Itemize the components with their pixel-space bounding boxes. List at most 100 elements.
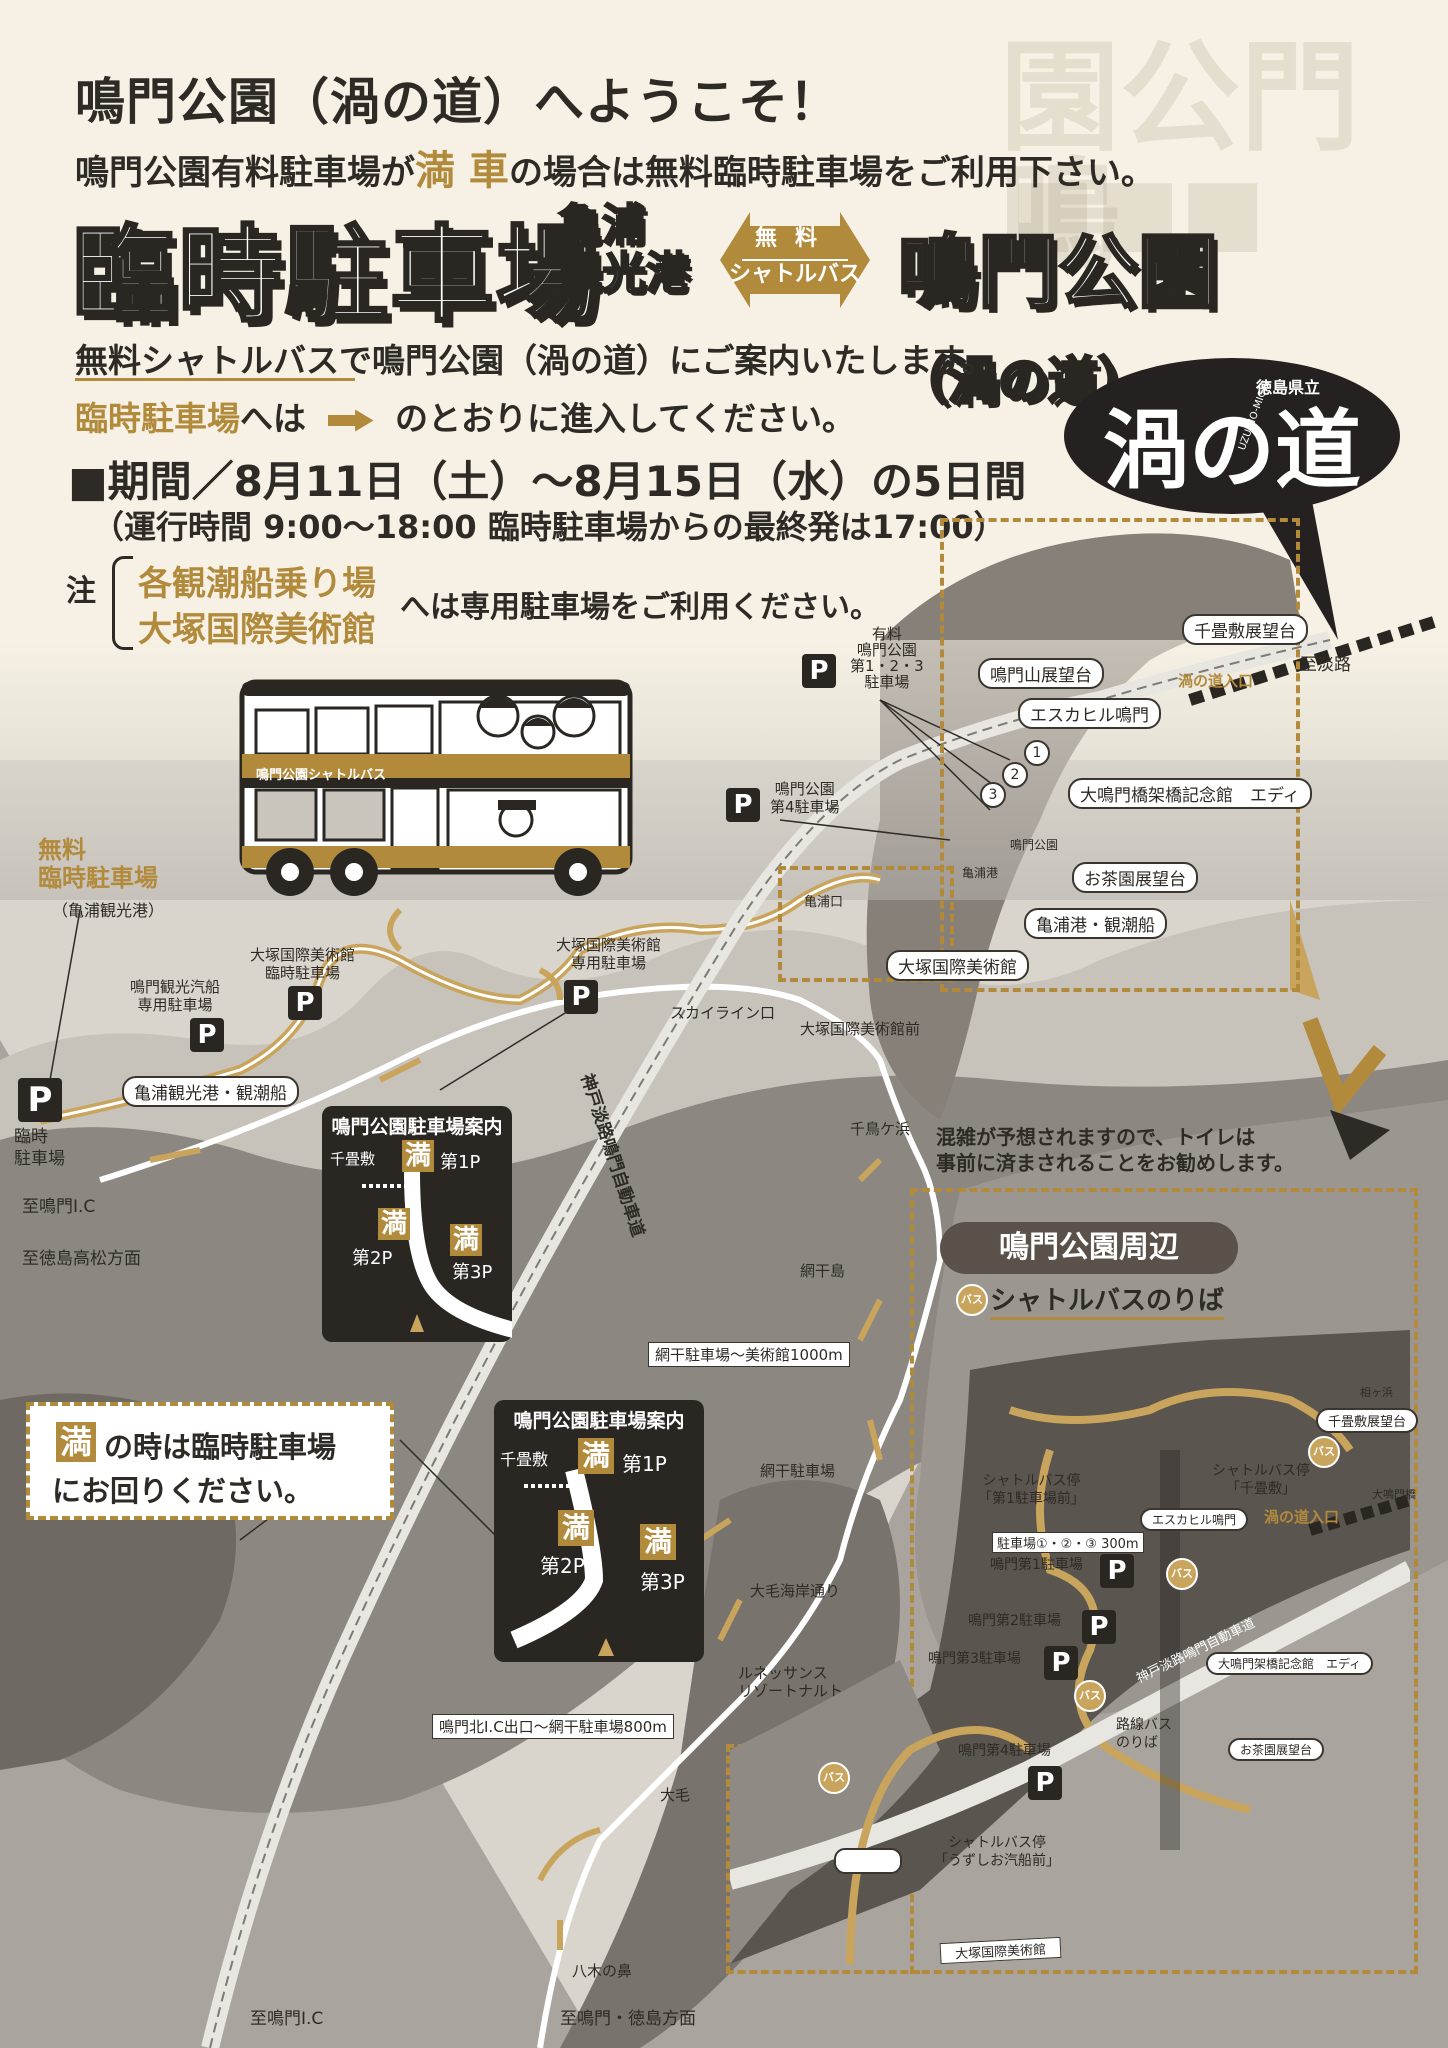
note-tail: へは専用駐車場をご利用ください。 bbox=[400, 590, 880, 625]
narutoyama-label: 鳴門山展望台 bbox=[978, 658, 1104, 689]
stop-kisen-label: シャトルバス停 「うずしお汽船前」 bbox=[934, 1835, 1060, 1869]
uzu-no-michi-logo: 徳島県立 渦の道 UZU-NO-MICHI bbox=[1064, 358, 1400, 514]
lot-1-marker: 1 bbox=[1024, 740, 1050, 766]
guide-p1: 第1P bbox=[440, 1152, 481, 1173]
to-awaji: 至淡路 bbox=[1300, 655, 1351, 675]
bus-stop-icon: バス bbox=[1166, 1558, 1198, 1590]
notice-pre: 鳴門公園有料駐車場が bbox=[75, 153, 415, 193]
museum-lot-2-label: 大塚国際美術館 専用駐車場 bbox=[556, 936, 662, 972]
bridge-museum-label: 大鳴門橋架橋記念館 エディ bbox=[1068, 778, 1312, 809]
guide-senjo: 千畳敷 bbox=[500, 1450, 549, 1469]
bus-stop-icon: バス bbox=[1074, 1680, 1106, 1712]
guide-p2: 第2P bbox=[352, 1248, 393, 1269]
free-lot-label: 無料 臨時駐車場 bbox=[38, 836, 158, 892]
guide-p1: 第1P bbox=[622, 1452, 667, 1476]
chidorigahama-label: 千鳥ケ浜 bbox=[850, 1120, 911, 1138]
lot4-label: 鳴門公園 第4駐車場 bbox=[770, 780, 840, 816]
inset-ochaen: お茶園展望台 bbox=[1228, 1738, 1325, 1761]
to-naruto-ic-bottom: 至鳴門I.C bbox=[250, 2009, 324, 2029]
shuttle-bus-illustration bbox=[239, 679, 633, 896]
inset-bridge-museum: 大鳴門架橋記念館 エディ bbox=[1206, 1652, 1374, 1675]
guide-title: 鳴門公園駐車場案内 bbox=[513, 1410, 685, 1432]
background-watermark: 園公門鳴 bbox=[1000, 29, 1360, 286]
amihoshi-lot-label: 網干駐車場 bbox=[760, 1462, 836, 1480]
lot4-inset-label: 鳴門第4駐車場 bbox=[958, 1743, 1051, 1759]
background-watermark-2: ■■■ bbox=[1010, 158, 1266, 263]
parking-icon: P bbox=[1028, 1766, 1062, 1800]
parking-icon: P bbox=[1044, 1646, 1078, 1680]
kameura-port-small: 亀浦港 bbox=[962, 866, 999, 880]
traffic-signal-icon bbox=[834, 1848, 902, 1874]
amihoshijima-label: 網干島 bbox=[800, 1262, 846, 1280]
parking-icon: P bbox=[18, 1078, 62, 1122]
free-lot-1: 無料 bbox=[38, 836, 86, 864]
crowd-note: 混雑が予想されますので、トイレは 事前に済まされることをお勧めします。 bbox=[936, 1125, 1294, 1175]
amihoshi-distance: 網干駐車場～美術館1000m bbox=[648, 1342, 850, 1367]
bus-sign: 鳴門公園シャトルバス bbox=[256, 768, 387, 783]
parking-icon: P bbox=[564, 980, 598, 1014]
full-mark: 満 bbox=[450, 1224, 482, 1256]
operating-hours: （運行時間 9:00～18:00 臨時駐車場からの最終発は17:00） bbox=[92, 508, 1006, 546]
to-takamatsu: 至徳島高松方面 bbox=[22, 1249, 141, 1269]
aiba-label: 相ヶ浜 bbox=[1360, 1386, 1393, 1399]
omoge-label: 大毛 bbox=[660, 1786, 691, 1804]
renaissance-label: ルネッサンス リゾートナルト bbox=[738, 1664, 844, 1700]
inset-escahill: エスカヒル鳴門 bbox=[1140, 1508, 1249, 1531]
to-naruto-ic: 至鳴門I.C bbox=[22, 1197, 96, 1217]
full-mark: 満 bbox=[640, 1524, 676, 1560]
inset-subtitle: シャトルバスのりば bbox=[990, 1280, 1225, 1320]
parking-guide-1: 鳴門公園駐車場案内 千畳敷 満 第1P 満 第2P 満 第3P bbox=[322, 1106, 512, 1342]
inset-title: 鳴門公園周辺 bbox=[940, 1222, 1238, 1274]
yagi-label: 八木の鼻 bbox=[572, 1962, 633, 1980]
welcome-heading: 鳴門公園（渦の道）へようこそ！ bbox=[75, 73, 840, 131]
museum-front-label: 大塚国際美術館前 bbox=[800, 1020, 921, 1038]
banner-port: 亀浦 観光港 bbox=[557, 200, 691, 299]
free-lot-3: （亀浦観光港） bbox=[52, 901, 165, 920]
full-mark: 満 bbox=[558, 1510, 594, 1546]
lot-3-marker: 3 bbox=[980, 782, 1006, 808]
free-lot-2: 臨時駐車場 bbox=[38, 864, 158, 892]
full-notice-2: にお回りください。 bbox=[52, 1474, 314, 1508]
lot-2-marker: 2 bbox=[1002, 762, 1028, 788]
parking-icon: P bbox=[288, 986, 322, 1020]
parking-guide-2: 鳴門公園駐車場案内 千畳敷 満 第1P 満 第2P 満 第3P bbox=[494, 1400, 704, 1662]
full-notice-1: の時は臨時駐車場 bbox=[104, 1430, 337, 1464]
inset-uzu-entrance: 渦の道入口 bbox=[1264, 1508, 1340, 1526]
full-notice: 鳴門公園有料駐車場が満 車の場合は無料臨時駐車場をご利用下さい。 bbox=[75, 138, 1155, 196]
parking-icon: P bbox=[190, 1018, 224, 1052]
note-item-2: 大塚国際美術館 bbox=[138, 610, 376, 650]
ochaen-label: お茶園展望台 bbox=[1072, 862, 1198, 893]
uzu-entrance-label: 渦の道入口 bbox=[1178, 672, 1254, 690]
senjojiki-label: 千畳敷展望台 bbox=[1182, 614, 1308, 645]
tourist-ship-lot-label: 鳴門観光汽船 専用駐車場 bbox=[130, 978, 221, 1014]
parking-icon: P bbox=[726, 788, 760, 822]
banner-temp-lot: 臨時駐車場 bbox=[70, 213, 603, 338]
logo-tail bbox=[1250, 490, 1338, 640]
entry-instruction: 臨時駐車場へは のとおりに進入してください。 bbox=[75, 392, 855, 440]
full-mark: 満 bbox=[56, 1422, 96, 1462]
double-arrow-icon bbox=[720, 212, 870, 308]
kameura-gate: 亀浦口 bbox=[804, 895, 844, 910]
banner-port-2: 観光港 bbox=[557, 248, 691, 299]
guide-road-diagram bbox=[362, 1169, 512, 1338]
bus-stop-icon: バス bbox=[818, 1762, 850, 1794]
shuttle-free: 無料 bbox=[754, 226, 835, 251]
bus-stop-icon: バス bbox=[1308, 1436, 1340, 1468]
escahill-label: エスカヒル鳴門 bbox=[1018, 698, 1161, 729]
guide-text: 無料シャトルバスで鳴門公園（渦の道）にご案内いたします。 bbox=[75, 341, 996, 380]
entry-post: のとおりに進入してください。 bbox=[395, 399, 856, 438]
inset-senjojiki: 千畳敷展望台 bbox=[1316, 1408, 1419, 1433]
note-mark: 注 bbox=[66, 574, 96, 609]
omoge-road-label: 大毛海岸通り bbox=[750, 1582, 841, 1600]
logo-pref: 徳島県立 bbox=[1256, 378, 1321, 397]
full-notice-box: 満 の時は臨時駐車場 にお回りください。 bbox=[26, 1402, 394, 1520]
kameura-ship-label: 亀浦港・観潮船 bbox=[1024, 908, 1167, 939]
guide-senjo: 千畳敷 bbox=[330, 1150, 376, 1168]
note-item-1: 各観潮船乗り場 bbox=[138, 564, 376, 604]
banner-port-1: 亀浦 bbox=[557, 200, 647, 251]
shuttle-arrow: 無料 シャトルバス bbox=[720, 212, 870, 308]
entry-gold: 臨時駐車場 bbox=[75, 399, 240, 438]
parking-icon: P bbox=[1100, 1554, 1134, 1588]
logo-text: 渦の道 bbox=[1103, 401, 1361, 501]
parking-icon: P bbox=[1082, 1610, 1116, 1644]
